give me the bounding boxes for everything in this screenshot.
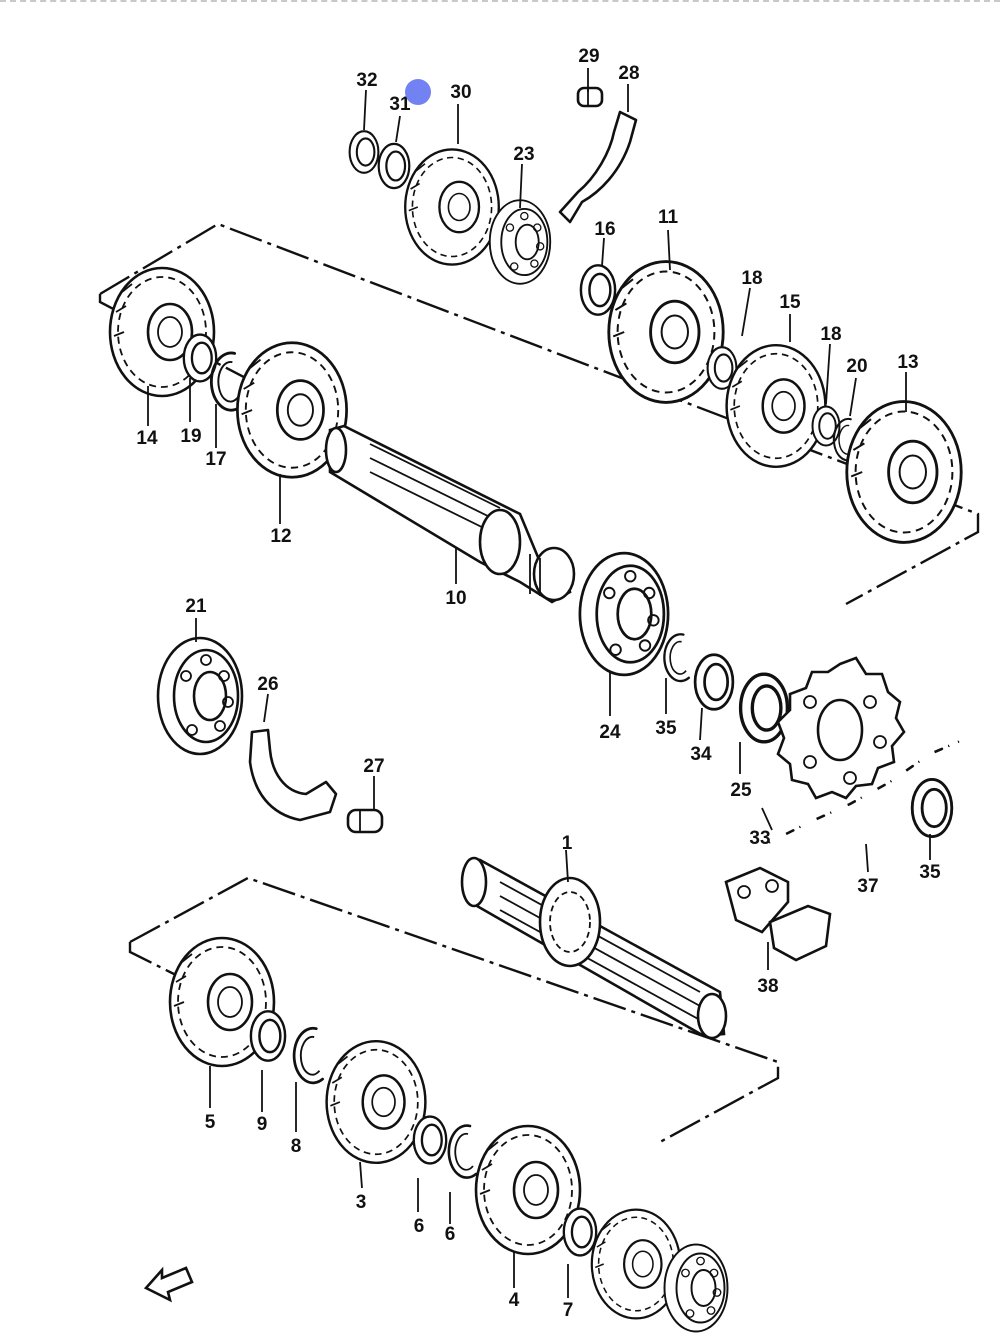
part-label-23: 23	[513, 144, 534, 165]
part-label-31: 31	[389, 94, 411, 115]
part-label-4: 4	[509, 1290, 520, 1311]
part-label-27: 27	[363, 756, 384, 777]
leader-lines	[147, 68, 931, 1298]
ring-36	[663, 633, 690, 683]
driveshaft-frame-left	[128, 942, 181, 979]
driveshaft-1	[460, 856, 728, 1040]
bearing-21	[156, 636, 244, 756]
sprocket-33	[776, 656, 906, 800]
gear-3	[325, 1039, 427, 1165]
part-label-21: 21	[185, 596, 207, 617]
part-label-5: 5	[205, 1112, 216, 1133]
gear-30	[404, 148, 500, 266]
part-label-30: 30	[450, 82, 471, 103]
circlip-8	[292, 1026, 324, 1085]
part-label-25: 25	[730, 780, 752, 801]
part-label-3: 3	[356, 1192, 367, 1213]
washer-7	[562, 1207, 598, 1257]
washer-9	[249, 1010, 287, 1062]
part-label-18a: 18	[741, 268, 762, 289]
part-label-15: 15	[779, 292, 801, 313]
part-label-11: 11	[658, 207, 679, 228]
part-label-37: 37	[857, 876, 878, 897]
part-label-7: 7	[563, 1300, 574, 1321]
part-label-19: 19	[180, 426, 201, 447]
gear-15	[725, 343, 827, 469]
cursor-marker	[405, 79, 431, 105]
part-label-6b: 6	[445, 1224, 456, 1245]
retainer-26	[248, 728, 338, 822]
part-label-26: 26	[257, 674, 278, 695]
part-labels: 1 3 4 5 6 6 7 8 9 10 11 12 13 14 15 16 1…	[136, 46, 941, 1321]
part-label-1: 1	[562, 833, 573, 854]
washer-18b	[811, 405, 841, 447]
part-label-17: 17	[205, 449, 226, 470]
part-label-33: 33	[749, 828, 770, 849]
part-label-38: 38	[757, 976, 778, 997]
front-arrow-icon	[143, 1266, 194, 1303]
part-label-18b: 18	[820, 324, 841, 345]
part-label-10: 10	[445, 588, 466, 609]
ring-35b	[910, 777, 954, 839]
part-label-20: 20	[846, 356, 867, 377]
bearing-23	[488, 199, 552, 285]
countershaft-10	[324, 424, 576, 604]
part-label-9: 9	[257, 1114, 268, 1135]
chain-37	[768, 740, 960, 844]
part-label-32: 32	[356, 70, 377, 91]
circlip-6b	[447, 1124, 478, 1179]
bolt-27	[346, 808, 384, 834]
part-label-13: 13	[897, 352, 918, 373]
seal-34	[693, 653, 735, 711]
part-label-24: 24	[599, 722, 621, 743]
driveshaft-frame	[129, 876, 780, 1144]
bearing-22	[663, 1243, 729, 1333]
bearing-24	[578, 551, 670, 677]
gear-13	[845, 400, 963, 544]
part-label-8: 8	[291, 1136, 302, 1157]
part-label-35a: 35	[655, 718, 677, 739]
washer-16	[579, 264, 617, 316]
part-label-16: 16	[594, 219, 615, 240]
part-label-12: 12	[270, 526, 291, 547]
countershaft-frame	[99, 222, 980, 606]
gear-11	[607, 260, 725, 404]
part-label-6a: 6	[414, 1216, 425, 1237]
washer-32	[348, 130, 380, 174]
retainer-28	[558, 110, 638, 224]
part-label-29: 29	[578, 46, 599, 67]
chain-joint-38	[724, 866, 832, 962]
washer-6a	[412, 1115, 448, 1165]
part-label-28: 28	[618, 63, 639, 84]
part-label-34: 34	[690, 744, 712, 765]
washer-31	[377, 142, 411, 190]
part-label-14: 14	[136, 428, 158, 449]
part-label-35b: 35	[919, 862, 941, 883]
bolt-29	[576, 86, 604, 108]
